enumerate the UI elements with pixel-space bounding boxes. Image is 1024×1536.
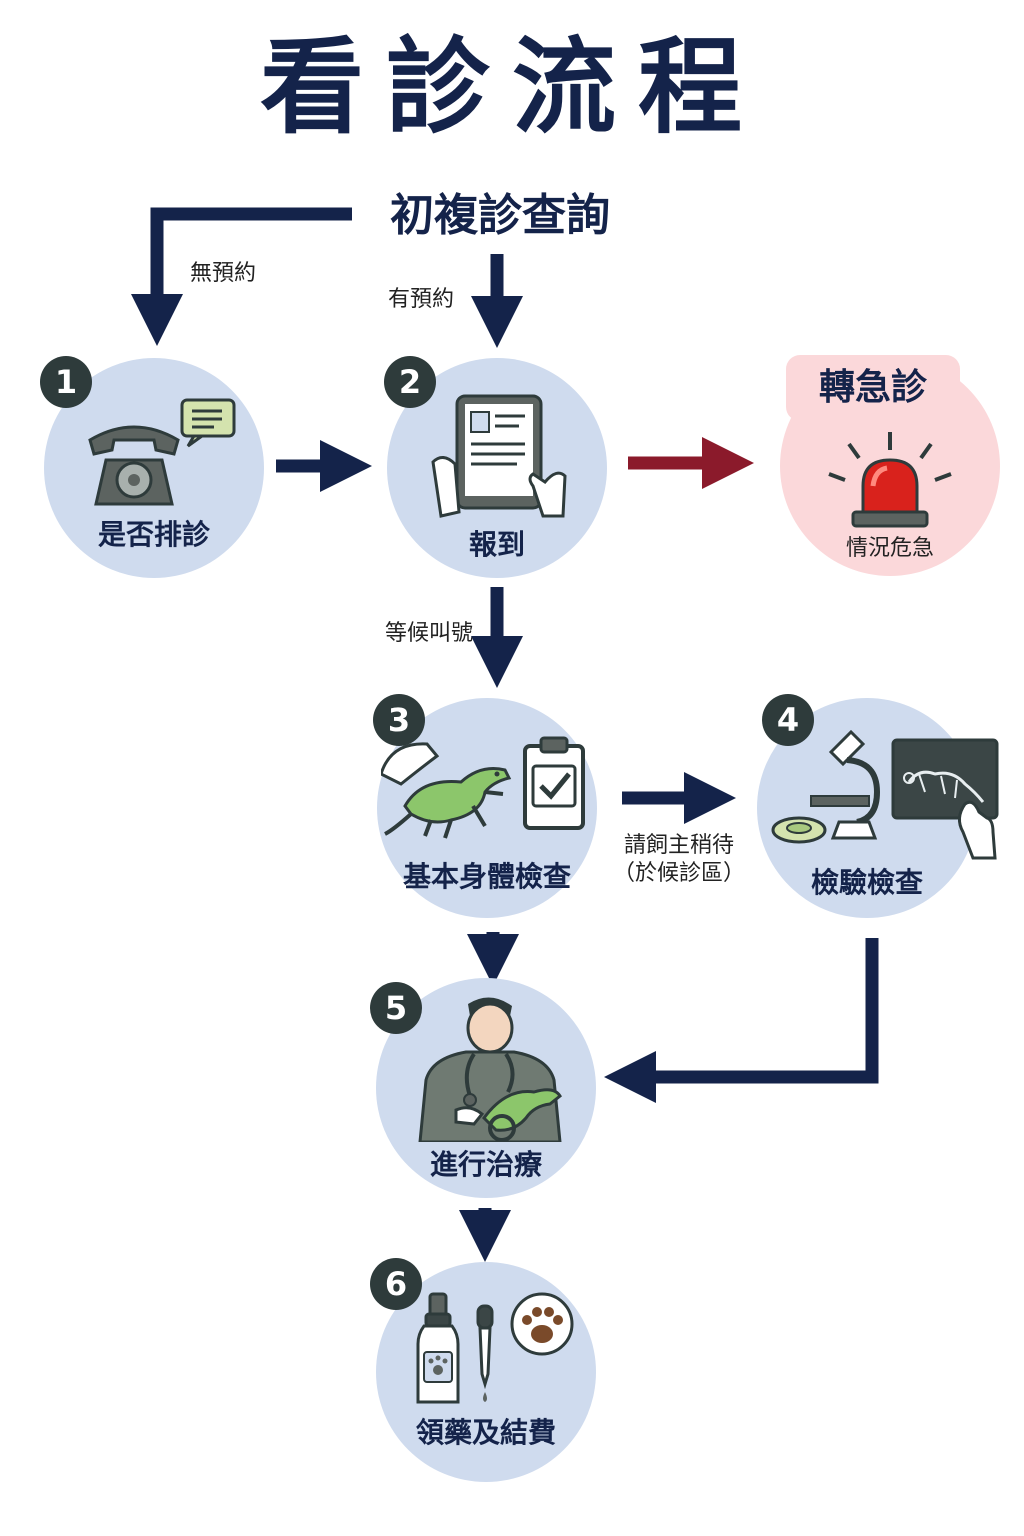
telephone-icon xyxy=(88,398,236,506)
step-1-node: 是否排診 xyxy=(44,358,264,578)
step-3-label: 基本身體檢查 xyxy=(402,860,571,893)
step-1-label: 是否排診 xyxy=(97,518,210,551)
owner-wait-line2: （於候診區） xyxy=(612,861,745,886)
step-5-node: 進行治療 xyxy=(376,978,596,1198)
step-5-label: 進行治療 xyxy=(429,1148,542,1181)
microscope-xray-icon xyxy=(771,729,999,860)
step-1-badge: 1 xyxy=(40,356,92,408)
step-3-badge: 3 xyxy=(373,694,425,746)
step-4-label: 檢驗檢查 xyxy=(810,866,923,899)
owner-wait-line1: 請飼主稍待 xyxy=(623,833,734,858)
tablet-checkin-icon xyxy=(431,394,567,518)
edge-label-owner-wait: 請飼主稍待 （於候診區） xyxy=(610,832,748,888)
emergency-label: 情況危急 xyxy=(845,536,934,561)
step-5-badge: 5 xyxy=(370,982,422,1034)
iguana-clipboard-icon xyxy=(381,736,585,839)
siren-icon xyxy=(828,432,952,528)
step-3-node: 基本身體檢查 xyxy=(377,698,597,918)
edge-label-has-appointment: 有預約 xyxy=(388,287,455,312)
step-2-badge: 2 xyxy=(384,356,436,408)
edge-label-wait-number: 等候叫號 xyxy=(385,621,474,646)
arrow-no-appointment xyxy=(131,207,352,346)
step-4-badge: 4 xyxy=(762,694,814,746)
step-6-node: 領藥及結費 xyxy=(376,1262,596,1482)
edge-label-no-appointment: 無預約 xyxy=(190,261,257,286)
emergency-tag: 轉急診 xyxy=(786,355,960,421)
step-6-label: 領藥及結費 xyxy=(415,1416,556,1449)
start-node-label: 初複診查詢 xyxy=(390,190,610,241)
veterinarian-icon xyxy=(418,997,562,1142)
step-2-label: 報到 xyxy=(468,528,525,561)
page-title: 看診流程 xyxy=(259,26,764,148)
step-6-badge: 6 xyxy=(370,1258,422,1310)
medicine-paw-icon xyxy=(416,1292,574,1404)
arrow-step4-to-step5 xyxy=(604,938,879,1103)
